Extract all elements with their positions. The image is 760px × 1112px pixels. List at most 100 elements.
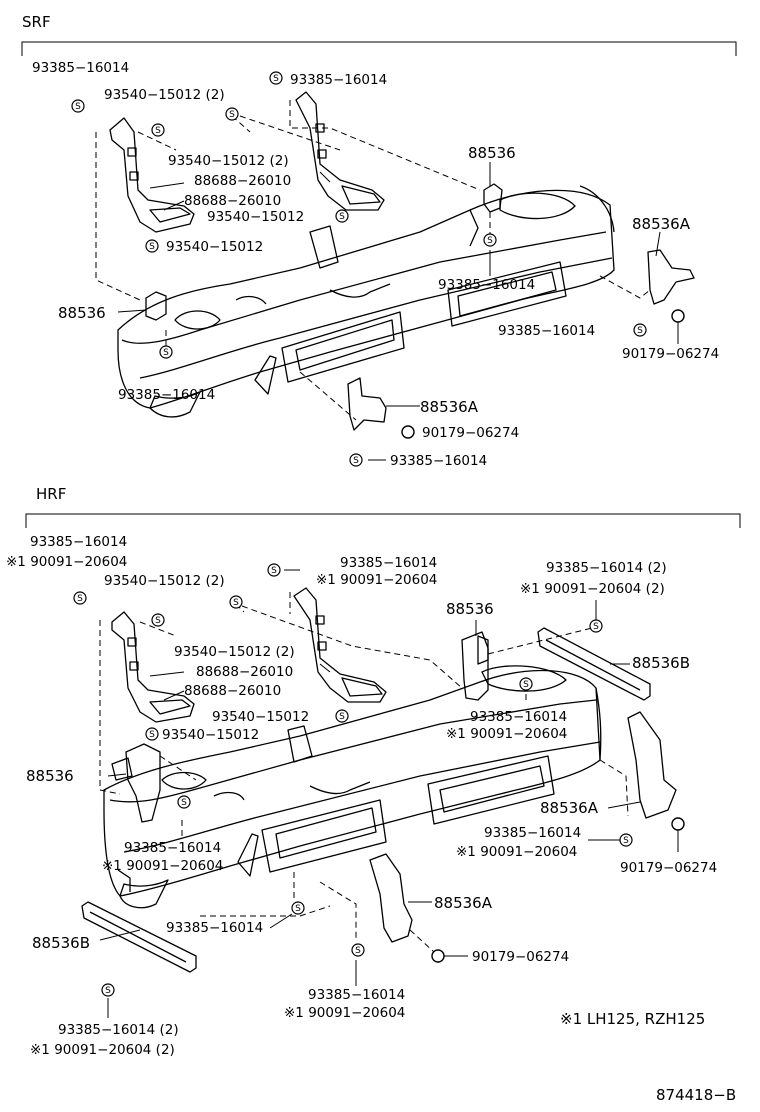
label-srf-1: 93540−15012 (2) xyxy=(104,87,225,103)
svg-text:S: S xyxy=(623,836,629,846)
section-title-hrf: HRF xyxy=(36,485,66,503)
label-hrf-15: 93540−15012 xyxy=(162,727,259,743)
label-srf-8: 88536 xyxy=(468,144,516,162)
label-hrf-27: 93385−16014 xyxy=(308,987,405,1003)
svg-text:S: S xyxy=(593,622,599,632)
washer-icon: S xyxy=(619,833,633,847)
label-srf-4: 88688−26010 xyxy=(194,173,291,189)
svg-text:S: S xyxy=(339,212,345,222)
leader-dash xyxy=(299,371,357,421)
leader-line xyxy=(149,182,185,189)
label-hrf-16: 88536 xyxy=(26,767,74,785)
label-hrf-26: 90179−06274 xyxy=(472,949,569,965)
label-srf-16: 90179−06274 xyxy=(422,425,519,441)
label-hrf-7: 93540−15012 (2) xyxy=(174,644,295,660)
label-hrf-1: ※1 90091−20604 xyxy=(6,554,127,570)
leader-dash xyxy=(319,881,357,940)
label-hrf-19: ※1 90091−20604 xyxy=(102,858,223,874)
leader-line xyxy=(319,663,331,673)
washer-icon: S xyxy=(335,209,349,223)
leader-line xyxy=(149,671,185,677)
label-srf-2: 93385−16014 xyxy=(290,72,387,88)
washer-icon: S xyxy=(145,727,159,741)
leader-line xyxy=(655,231,661,257)
leader-dash xyxy=(95,132,141,301)
washer-icon: S xyxy=(483,233,497,247)
frame-icon xyxy=(103,665,602,909)
washer-icon: S xyxy=(151,613,165,627)
leader-dash xyxy=(159,755,197,781)
label-hrf-13: 93385−16014 xyxy=(470,709,567,725)
label-hrf-2: 93540−15012 (2) xyxy=(104,573,225,589)
label-srf-7: 93540−15012 xyxy=(166,239,263,255)
svg-text:S: S xyxy=(271,566,277,576)
label-hrf-14: ※1 90091−20604 xyxy=(446,726,567,742)
svg-text:S: S xyxy=(75,102,81,112)
nut-icon xyxy=(401,425,415,439)
svg-text:S: S xyxy=(353,456,359,466)
washer-icon: S xyxy=(633,323,647,337)
label-hrf-22: 90179−06274 xyxy=(620,860,717,876)
leader-dash xyxy=(200,905,331,917)
leader-line xyxy=(163,690,185,701)
label-hrf-20: 93385−16014 xyxy=(484,825,581,841)
leader-dash xyxy=(137,131,177,151)
leader-line xyxy=(319,171,331,183)
label-srf-13: 90179−06274 xyxy=(622,346,719,362)
section-title-srf: SRF xyxy=(22,13,51,31)
leader-dash xyxy=(99,620,121,795)
label-hrf-30: ※1 90091−20604 (2) xyxy=(30,1042,175,1058)
washer-icon: S xyxy=(351,943,365,957)
label-hrf-17: 88536A xyxy=(540,799,599,817)
svg-text:S: S xyxy=(273,74,279,84)
svg-text:S: S xyxy=(295,904,301,914)
leader-dash xyxy=(487,627,593,655)
section-bracket-srf xyxy=(21,41,737,56)
label-hrf-4: ※1 90091−20604 xyxy=(316,572,437,588)
washer-icon: S xyxy=(101,983,115,997)
leader-line xyxy=(269,913,293,929)
svg-text:S: S xyxy=(181,798,187,808)
svg-text:S: S xyxy=(77,594,83,604)
label-hrf-11: 88536B xyxy=(632,654,690,672)
svg-text:S: S xyxy=(163,348,169,358)
label-hrf-6: ※1 90091−20604 (2) xyxy=(520,581,665,597)
leader-line xyxy=(163,200,185,211)
leader-dash xyxy=(599,759,629,817)
svg-text:S: S xyxy=(229,110,235,120)
section-bracket-hrf xyxy=(25,513,741,528)
svg-text:S: S xyxy=(637,326,643,336)
label-srf-0: 93385−16014 xyxy=(32,60,129,76)
washer-icon: S xyxy=(177,795,191,809)
label-hrf-18: 93385−16014 xyxy=(124,840,221,856)
washer-icon: S xyxy=(151,123,165,137)
washer-icon: S xyxy=(159,345,173,359)
label-hrf-28: ※1 90091−20604 xyxy=(284,1005,405,1021)
label-hrf-5: 93385−16014 (2) xyxy=(546,560,667,576)
bracket-icon xyxy=(109,91,695,431)
label-srf-6: 93540−15012 xyxy=(207,209,304,225)
label-hrf-10: 88536 xyxy=(446,600,494,618)
label-hrf-9: 88688−26010 xyxy=(184,683,281,699)
label-hrf-25: 88536B xyxy=(32,934,90,952)
svg-text:S: S xyxy=(339,712,345,722)
label-srf-9: 88536A xyxy=(632,215,691,233)
label-srf-12: 93385−16014 xyxy=(498,323,595,339)
washer-icon: S xyxy=(225,107,239,121)
leader-line xyxy=(99,929,141,941)
nut-icon xyxy=(431,949,445,963)
label-hrf-12: 93540−15012 xyxy=(212,709,309,725)
washer-icon: S xyxy=(73,591,87,605)
leader-dash xyxy=(409,929,435,953)
label-hrf-29: 93385−16014 (2) xyxy=(58,1022,179,1038)
svg-text:S: S xyxy=(155,126,161,136)
footnote: ※1 LH125, RZH125 xyxy=(560,1010,705,1028)
svg-text:S: S xyxy=(149,730,155,740)
leader-dash xyxy=(599,275,651,299)
label-srf-14: 93385−16014 xyxy=(118,387,215,403)
washer-icon: S xyxy=(71,99,85,113)
label-hrf-8: 88688−26010 xyxy=(196,664,293,680)
label-hrf-21: ※1 90091−20604 xyxy=(456,844,577,860)
label-srf-3: 93540−15012 (2) xyxy=(168,153,289,169)
